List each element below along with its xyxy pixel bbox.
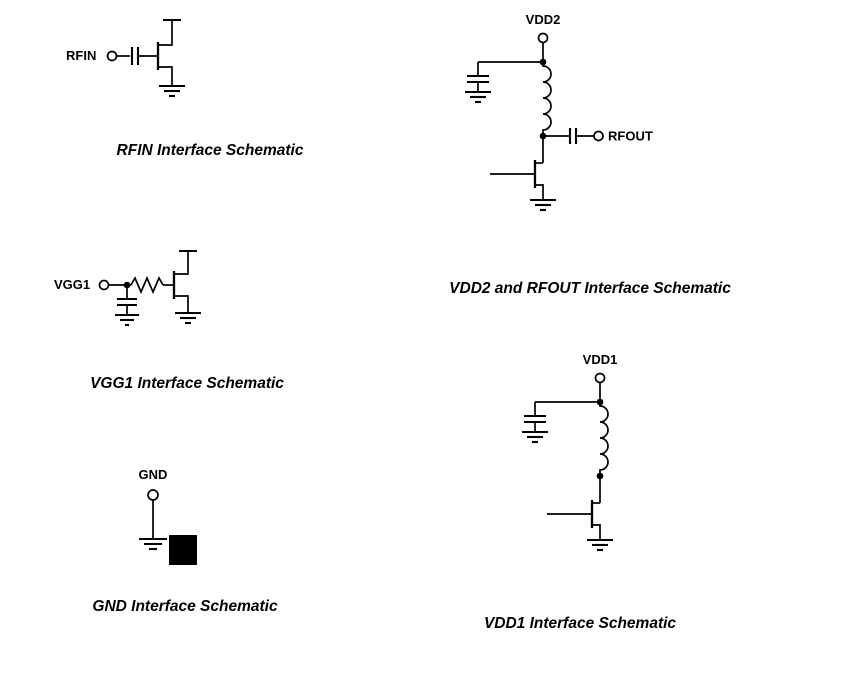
vdd1-schematic: VDD1 (470, 348, 690, 563)
ground-symbol-bottom (587, 538, 613, 552)
gnd-terminal-label: GND (139, 467, 168, 482)
ground-symbol-left (465, 90, 491, 104)
series-capacitor-symbol (130, 47, 140, 65)
vdd2-rfout-caption: VDD2 and RFOUT Interface Schematic (449, 280, 731, 297)
gnd-caption: GND Interface Schematic (92, 598, 278, 615)
rfin-caption: RFIN Interface Schematic (116, 142, 304, 159)
vdd2-terminal-label: VDD2 (526, 12, 561, 27)
drain-lead (158, 20, 173, 46)
vdd1-caption: VDD1 Interface Schematic (483, 615, 677, 632)
transistor-symbol (547, 476, 601, 540)
transistor-symbol (156, 18, 181, 86)
vgg1-terminal-label: VGG1 (54, 277, 90, 292)
rfin-schematic-drawing: RFIN (66, 18, 185, 98)
rfin-terminal-circle (106, 50, 118, 62)
bypass-capacitor-symbol (524, 414, 546, 424)
vgg1-schematic-drawing: VGG1 (54, 249, 201, 327)
vgg1-schematic: VGG1 (52, 243, 262, 338)
gnd-schematic-drawing: GND (139, 467, 197, 565)
source-lead (158, 66, 173, 86)
wires (534, 382, 601, 432)
resistor-symbol (130, 275, 164, 295)
bypass-capacitor-symbol (117, 297, 137, 307)
ground-symbol (159, 84, 185, 98)
gnd-schematic: GND (125, 465, 235, 585)
series-capacitor-symbol (568, 128, 578, 144)
vgg1-terminal-circle (98, 279, 110, 291)
inductor-symbol (599, 402, 609, 476)
junction-dot (123, 281, 131, 289)
rfout-terminal-circle (593, 130, 604, 142)
vdd1-terminal-circle (594, 372, 606, 384)
ground-symbol-left (115, 313, 139, 327)
vdd1-terminal-label: VDD1 (583, 352, 618, 367)
vgg1-caption: VGG1 Interface Schematic (90, 375, 284, 392)
rfin-terminal-label: RFIN (66, 48, 96, 63)
source-lead (535, 184, 544, 200)
ground-symbol (139, 537, 167, 551)
vdd1-schematic-drawing: VDD1 (522, 352, 618, 552)
wires (477, 42, 594, 137)
ground-symbol-left (522, 430, 548, 444)
vdd2-rfout-schematic: VDD2 (440, 8, 710, 223)
transistor-symbol (172, 249, 197, 313)
source-lead (592, 524, 601, 540)
gnd-terminal-circle (147, 489, 159, 501)
inductor-symbol (542, 62, 552, 136)
vdd2-rfout-schematic-drawing: VDD2 (465, 12, 653, 212)
vdd2-terminal-circle (537, 32, 549, 44)
bypass-capacitor-symbol (467, 74, 489, 84)
ground-pad-square (169, 535, 197, 565)
drain-lead (174, 251, 189, 275)
ground-symbol-right (175, 311, 201, 325)
ground-symbol-bottom (530, 198, 556, 212)
rfout-terminal-label: RFOUT (608, 129, 653, 144)
transistor-symbol (490, 136, 544, 200)
source-lead (174, 295, 189, 313)
rfin-schematic: RFIN (60, 8, 250, 113)
